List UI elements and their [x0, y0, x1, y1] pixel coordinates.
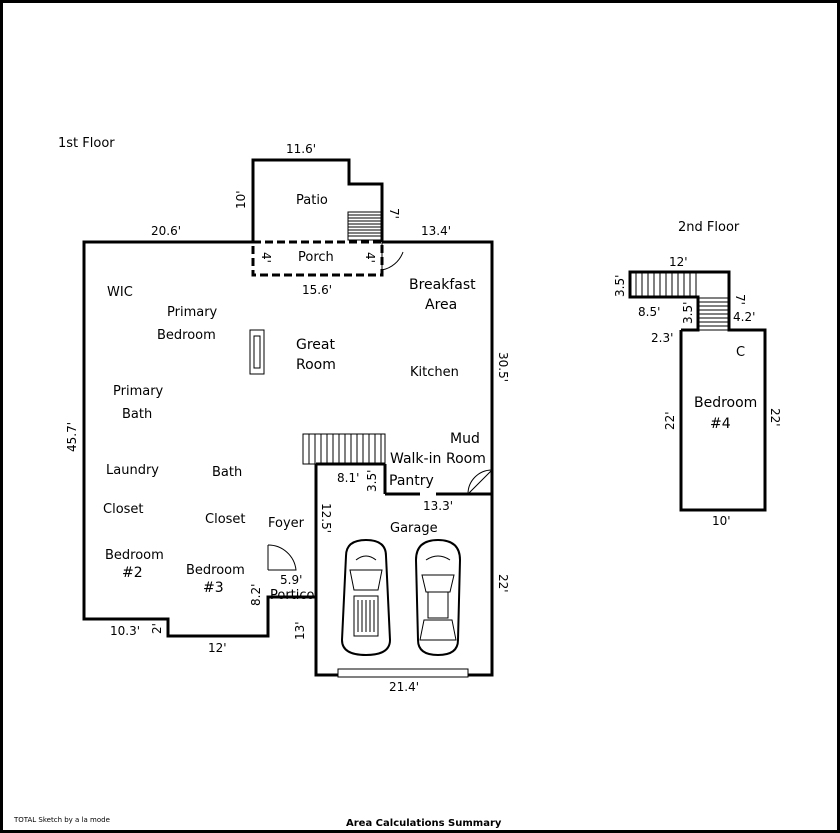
dim-right-side: 30.5': [496, 352, 510, 382]
dim-top-left: 20.6': [151, 224, 181, 238]
room-mud-room: Room: [446, 451, 486, 467]
dim-f2-stair-bottom: 8.5': [638, 305, 660, 319]
room-bedroom3-1: Bedroom: [186, 563, 245, 578]
patio-stairs: [347, 211, 383, 241]
first-floor-plan: [82, 158, 494, 678]
room-bedroom4-2: #4: [710, 416, 731, 432]
room-porch: Porch: [298, 250, 334, 265]
room-bedroom2-2: #2: [122, 565, 143, 581]
room-closet-c: C: [736, 345, 745, 360]
room-great-2: Room: [296, 357, 336, 373]
room-pantry: Pantry: [389, 473, 434, 489]
dim-f2-right-top: 4.2': [733, 310, 755, 324]
dim-f2-left-top: 2.3': [651, 331, 673, 345]
room-laundry: Laundry: [106, 463, 159, 478]
dim-garage-lower-left: 13': [293, 621, 307, 640]
room-primary-bedroom-2: Bedroom: [157, 328, 216, 343]
room-breakfast-1: Breakfast: [409, 277, 476, 293]
house-outline-right: [382, 240, 494, 494]
front-door-swing: [267, 544, 297, 571]
dim-mud-bottom: 13.3': [423, 499, 453, 513]
room-primary-bath-1: Primary: [113, 384, 164, 399]
first-floor-title: 1st Floor: [58, 136, 115, 151]
room-primary-bath-2: Bath: [122, 407, 152, 422]
porch-door-swing: [381, 242, 404, 271]
room-mud: Mud: [450, 431, 480, 447]
upper-stairs-run: [635, 272, 697, 297]
dim-patio-right: 7': [387, 208, 401, 219]
interior-stairs: [302, 433, 386, 465]
dim-f2-stair-width: 3.5': [681, 302, 695, 324]
room-bedroom4-1: Bedroom: [694, 395, 757, 411]
garage-car-sedan: [414, 538, 462, 657]
second-floor-plan: [628, 270, 767, 512]
room-garage: Garage: [390, 521, 438, 536]
mud-door-swing: [467, 469, 493, 496]
dim-bottom-left: 10.3': [110, 624, 140, 638]
dim-bottom-mid: 12': [208, 641, 227, 655]
dim-patio-left: 10': [234, 190, 248, 209]
room-walk-in: Walk-in: [390, 451, 441, 467]
room-patio: Patio: [296, 193, 328, 208]
dim-pantry-top: 8.1': [337, 471, 359, 485]
dim-f2-stair-left: 3.5': [613, 275, 627, 297]
fireplace: [249, 329, 265, 375]
footer-credit: TOTAL Sketch by a la mode: [13, 816, 110, 824]
room-portico: Portico: [270, 588, 315, 603]
room-closet-mid: Closet: [205, 512, 246, 527]
room-primary-bedroom-1: Primary: [167, 305, 218, 320]
room-bedroom3-2: #3: [203, 580, 224, 596]
dim-patio-top: 11.6': [286, 142, 316, 156]
garage-door: [337, 668, 469, 678]
house-outline: [82, 240, 316, 638]
dim-bottom-step: 2': [150, 623, 164, 634]
dim-garage-left: 12.5': [319, 503, 333, 533]
dim-portico-top: 5.9': [280, 573, 302, 587]
dim-porch-left: 4': [259, 252, 273, 263]
upper-stairs-landing: [697, 297, 730, 331]
dim-pantry-side: 3.5': [365, 470, 379, 492]
dim-f2-bottom: 10': [712, 514, 731, 528]
dim-f2-left: 22': [663, 411, 677, 430]
dim-f2-top: 12': [669, 255, 688, 269]
dim-portico-side: 8.2': [249, 584, 263, 606]
footer-summary: Area Calculations Summary: [346, 818, 502, 829]
patio-wall: [251, 158, 384, 242]
room-bedroom2-1: Bedroom: [105, 548, 164, 563]
room-kitchen: Kitchen: [410, 365, 459, 380]
dim-garage-right: 22': [496, 574, 510, 593]
garage-car-suv: [340, 538, 392, 657]
room-great-1: Great: [296, 337, 335, 353]
dim-porch-bottom: 15.6': [302, 283, 332, 297]
fireplace-insert: [253, 335, 261, 369]
room-foyer: Foyer: [268, 516, 305, 531]
dim-f2-right: 22': [768, 408, 782, 427]
room-closet-left: Closet: [103, 502, 144, 517]
second-floor-title: 2nd Floor: [678, 220, 740, 235]
dim-top-right: 13.4': [421, 224, 451, 238]
room-breakfast-2: Area: [425, 297, 457, 313]
dim-f2-stair-right: 7': [733, 294, 747, 305]
dim-porch-right: 4': [363, 252, 377, 263]
dim-left-side: 45.7': [65, 422, 79, 452]
room-wic: WIC: [107, 285, 133, 300]
dim-garage-bottom: 21.4': [389, 680, 419, 694]
room-bath: Bath: [212, 465, 242, 480]
